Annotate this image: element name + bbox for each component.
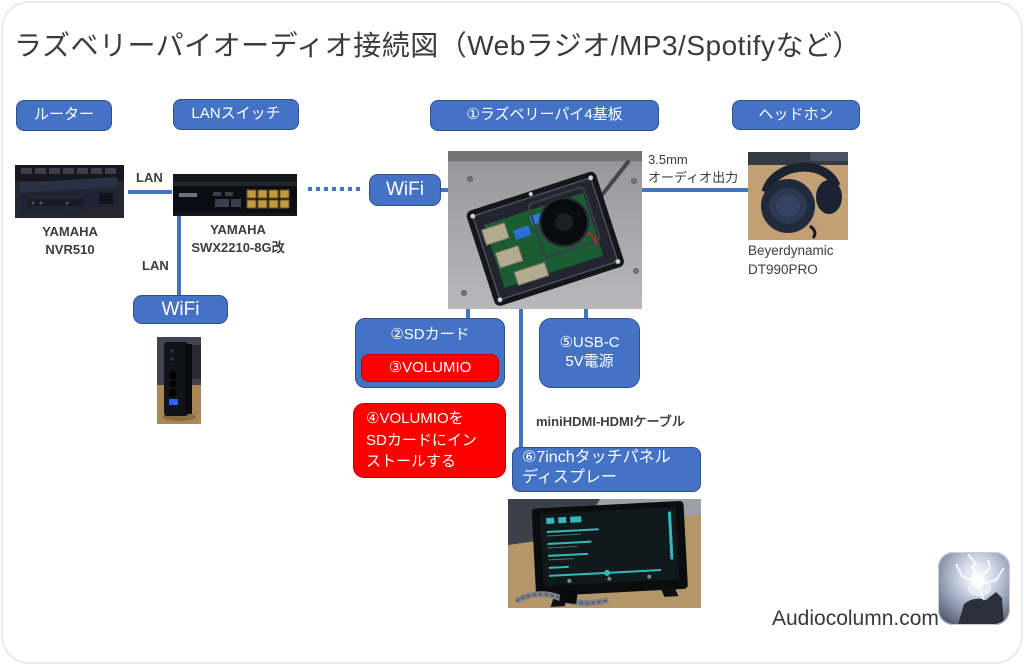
connector-pi-display-hdmi <box>519 308 523 448</box>
headphone-model-line1: Beyerdynamic <box>748 243 834 258</box>
headphone-model-line2: DT990PRO <box>748 261 818 277</box>
label-router-model: YAMAHA NVR510 <box>15 223 125 259</box>
label-hdmi-cable: miniHDMI-HDMIケーブル <box>536 414 685 429</box>
access-point-photo <box>157 337 201 424</box>
node-volumio-install: ④VOLUMIOを SDカードにイン ストールする <box>353 403 506 478</box>
audio-out-line2: オーディオ出力 <box>648 170 739 186</box>
raspberry-pi-photo <box>448 151 642 309</box>
site-name: Audiocolumn.com <box>772 607 939 630</box>
site-logo <box>938 552 1010 625</box>
label-switch-model: YAMAHA SWX2210-8G改 <box>173 221 303 257</box>
touch-display-line1: ⑥7inchタッチパネル <box>522 449 671 466</box>
connector-wifi-pi <box>441 188 449 192</box>
node-lan-switch: LANスイッチ <box>173 99 299 130</box>
node-router: ルーター <box>16 100 112 131</box>
label-audio-out: 3.5mm オーディオ出力 <box>648 151 738 187</box>
volumio-install-line2: SDカードにイン <box>366 431 477 449</box>
node-wifi-center: WiFi <box>369 174 441 206</box>
connector-switch-wifi-dotted <box>308 187 362 191</box>
headphone-photo <box>748 152 848 240</box>
router-photo <box>15 165 124 218</box>
node-usb-power: ⑤USB-C 5V電源 <box>539 318 640 388</box>
volumio-install-line3: ストールする <box>366 453 457 471</box>
router-model-line1: YAMAHA <box>42 224 98 239</box>
node-touch-display: ⑥7inchタッチパネル ディスプレー <box>512 447 701 492</box>
sd-card-label: ②SDカード <box>390 326 470 343</box>
node-raspberry-pi: ①ラズベリーパイ4基板 <box>430 100 659 131</box>
connector-pi-headphone <box>641 188 749 192</box>
connector-pi-usb <box>584 308 588 319</box>
connector-router-switch <box>128 190 172 194</box>
touch-display-line2: ディスプレー <box>522 469 617 486</box>
label-lan-top: LAN <box>136 170 163 185</box>
switch-model-line2: SWX2210-8G改 <box>191 240 285 256</box>
connector-switch-wifi-left <box>177 214 181 296</box>
switch-model-line1: YAMAHA <box>210 222 266 237</box>
touch-display-photo <box>508 499 701 608</box>
router-model-line2: NVR510 <box>45 242 95 258</box>
connector-pi-sdcard <box>466 308 470 319</box>
usb-power-line2: 5V電源 <box>565 353 614 370</box>
page-title: ラズベリーパイオーディオ接続図（Webラジオ/MP3/Spotifyなど） <box>14 30 861 61</box>
node-headphone: ヘッドホン <box>732 100 860 130</box>
volumio-install-line1: ④VOLUMIOを <box>366 409 464 427</box>
node-wifi-left: WiFi <box>133 295 228 324</box>
node-sd-card: ②SDカード ③VOLUMIO <box>355 318 505 388</box>
lan-switch-photo <box>173 174 297 216</box>
audio-out-line1: 3.5mm <box>648 152 688 167</box>
label-lan-bottom: LAN <box>142 258 169 273</box>
usb-power-line1: ⑤USB-C <box>559 334 620 352</box>
node-volumio: ③VOLUMIO <box>361 354 499 382</box>
label-headphone-model: Beyerdynamic DT990PRO <box>748 242 834 280</box>
